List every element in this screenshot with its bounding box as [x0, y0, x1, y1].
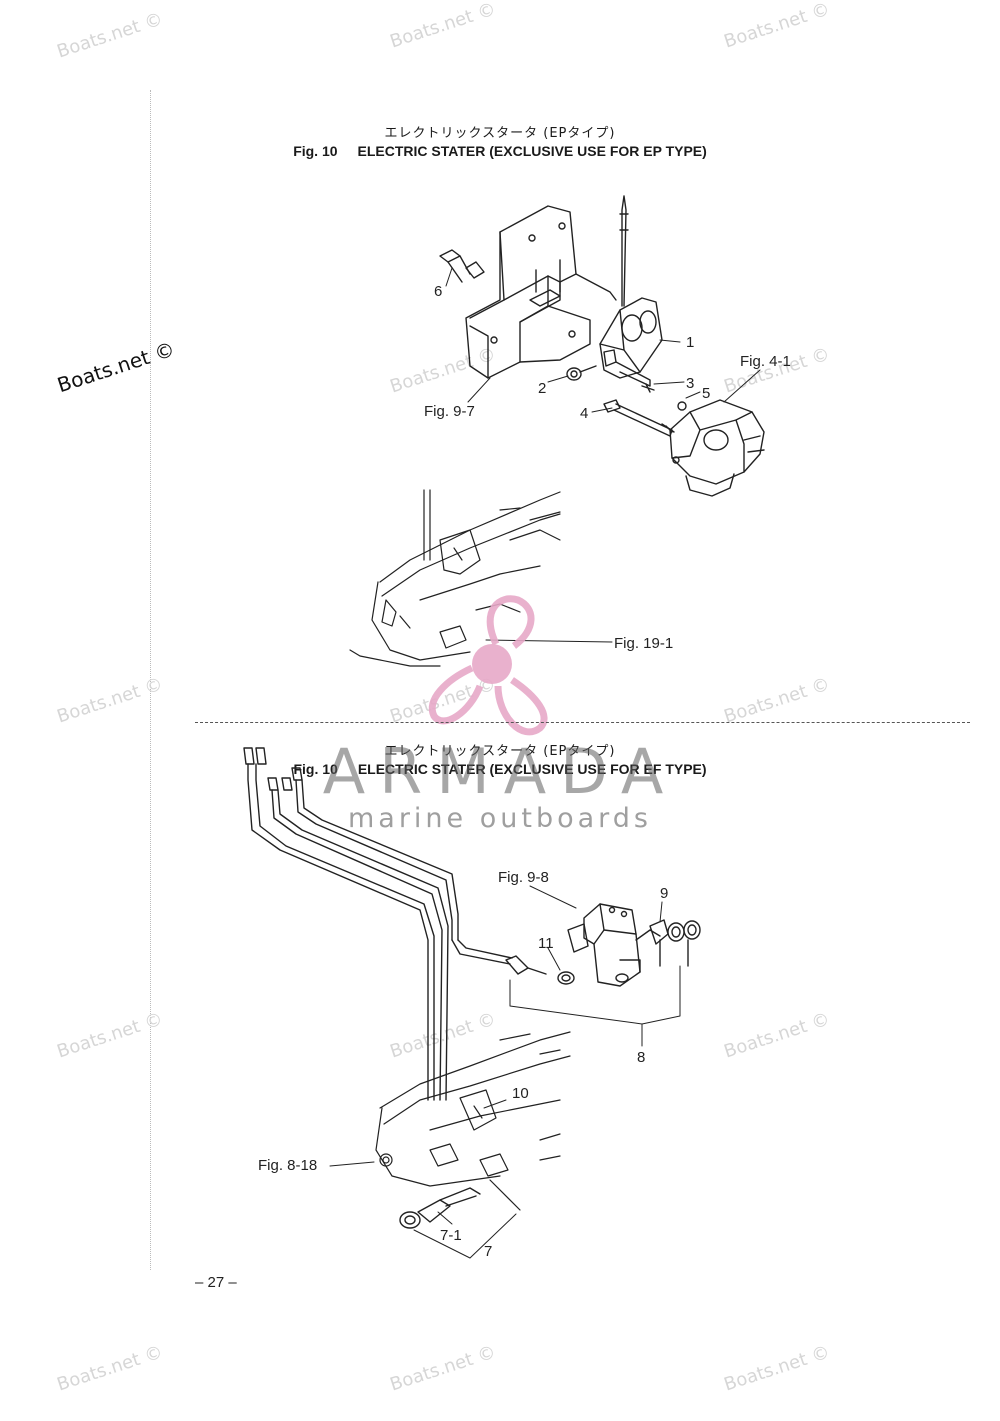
washers-9-drawing — [649, 919, 701, 967]
propeller-icon — [428, 595, 548, 736]
figure-top-number: Fig. 10 — [293, 143, 338, 159]
ref-fig-9-8: Fig. 9-8 — [498, 869, 549, 886]
starter-motor-drawing — [599, 195, 663, 387]
connector-11-drawing — [505, 955, 575, 985]
figure-top-heading: ELECTRIC STATER (EXCLUSIVE USE FOR EP TY… — [357, 143, 707, 159]
washer-2-drawing — [566, 365, 597, 381]
figure-bottom-number: Fig. 10 — [293, 761, 338, 777]
part-5-drawing — [677, 401, 687, 411]
callout-3: 3 — [686, 375, 694, 392]
figure-bottom-title-jp: エレクトリックスタータ (EPタイプ) — [384, 744, 616, 759]
ref-fig-9-7: Fig. 9-7 — [424, 403, 475, 420]
margin-marks — [150, 90, 152, 1270]
callout-7: 7 — [484, 1243, 492, 1260]
bracket-7-group — [413, 1213, 517, 1259]
brand-name: ARMADA — [322, 735, 678, 808]
callout-8: 8 — [637, 1049, 645, 1066]
ref-fig-4-1: Fig. 4-1 — [740, 353, 791, 370]
figure-bottom-title: エレクトリックスタータ (EPタイプ) Fig. 10 ELECTRIC STAT… — [0, 740, 1000, 777]
callout-7-1: 7-1 — [440, 1227, 462, 1244]
relay-bracket-drawing — [567, 903, 661, 987]
figure-top-title-en: Fig. 10 ELECTRIC STATER (EXCLUSIVE USE FO… — [0, 143, 1000, 159]
figure-bottom-heading: ELECTRIC STATER (EXCLUSIVE USE FOR EF TY… — [357, 761, 707, 777]
callout-2: 2 — [538, 380, 546, 397]
engine-cover-top-drawing — [349, 489, 561, 667]
bracket-plate-drawing — [465, 205, 617, 379]
ref-fig-19-1: Fig. 19-1 — [614, 635, 673, 652]
callout-6: 6 — [434, 283, 442, 300]
figure-top-title: エレクトリックスタータ (EPタイプ) Fig. 10 ELECTRIC STAT… — [0, 122, 1000, 159]
leader-lines-bottom — [329, 885, 663, 1225]
bolt-6-drawing — [439, 249, 485, 283]
carburetor-drawing — [661, 399, 765, 497]
leader-lines-top — [445, 267, 761, 643]
figure-top-title-jp: エレクトリックスタータ (EPタイプ) — [384, 126, 616, 141]
part-3-drawing — [641, 383, 655, 393]
page-number: – 27 – — [195, 1274, 237, 1291]
figure-bottom-title-en: Fig. 10 ELECTRIC STATER (EXCLUSIVE USE FO… — [0, 761, 1000, 777]
callout-9: 9 — [660, 885, 668, 902]
figure-divider — [195, 722, 970, 723]
callout-4: 4 — [580, 405, 588, 422]
bracket-8-group — [509, 965, 681, 1025]
key-switch-7-drawing — [399, 1187, 481, 1229]
callout-10: 10 — [512, 1085, 529, 1102]
shaft-4-drawing — [603, 399, 673, 437]
callout-11: 11 — [538, 935, 554, 952]
wiring-harness-drawing — [243, 747, 513, 1101]
ref-fig-8-18: Fig. 8-18 — [258, 1157, 317, 1174]
brand-tagline: marine outboards — [347, 803, 652, 834]
engine-cover-bottom-drawing — [375, 1031, 571, 1211]
callout-1: 1 — [686, 334, 694, 351]
callout-5: 5 — [702, 385, 710, 402]
